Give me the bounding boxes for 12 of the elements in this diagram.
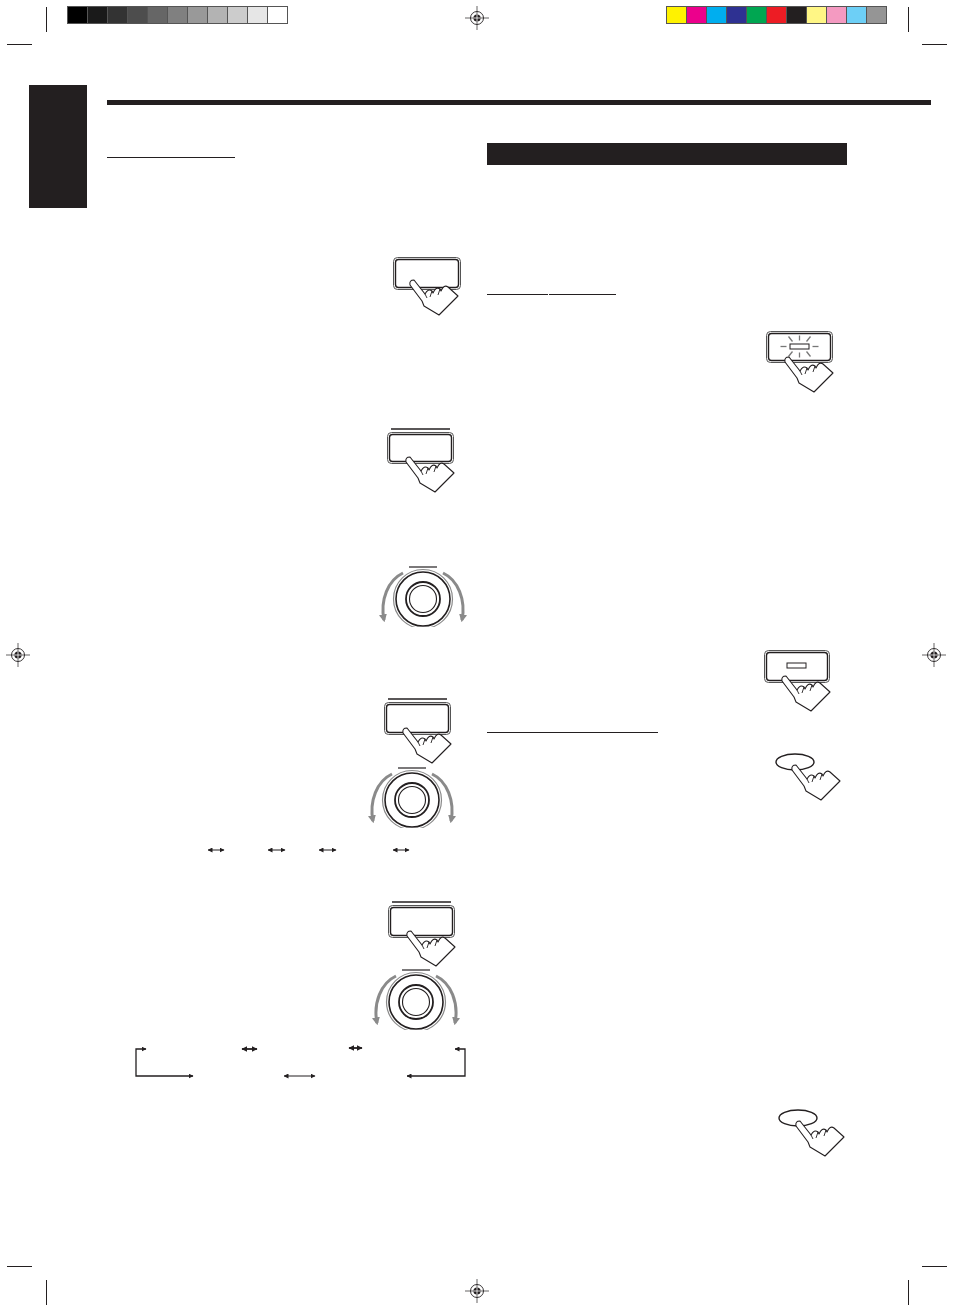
button-press-drawing [382, 697, 453, 765]
heading-bar [487, 143, 847, 165]
oval-button-press-drawing [774, 752, 842, 802]
button-press-drawing [385, 426, 456, 494]
button-press-drawing [386, 900, 457, 968]
blinking-button-press-drawing [764, 329, 835, 394]
rotary-knob-drawing [371, 968, 461, 1030]
oval-button-press-drawing [777, 1108, 846, 1158]
rotary-knob-drawing [367, 766, 457, 828]
indicator-button-press-drawing [762, 648, 832, 713]
rotary-knob-drawing [378, 565, 468, 627]
button-press-drawing [391, 255, 463, 317]
